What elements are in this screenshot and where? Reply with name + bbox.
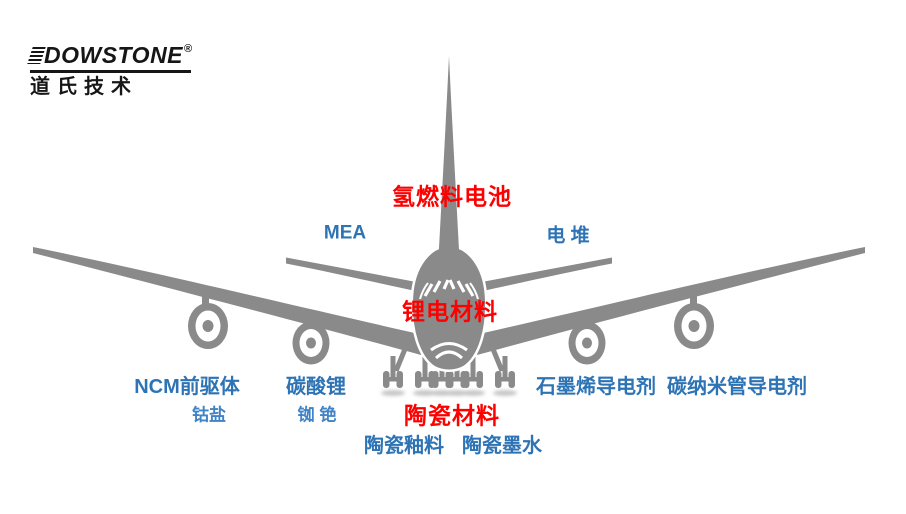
- airframe-group: [33, 56, 865, 396]
- label-cnt-conductive-agent: 碳纳米管导电剂: [667, 376, 807, 398]
- wheel-shadows: [381, 390, 517, 396]
- label-mea: MEA: [323, 222, 367, 244]
- engine-outer-left-icon: [188, 303, 228, 349]
- hydrogen-fuel-cell-title: 氢燃料电池: [392, 183, 512, 210]
- cockpit-windows-icon: [423, 279, 475, 297]
- engine-pylon-icon: [307, 312, 314, 324]
- label-ceramic-glaze: 陶瓷釉料: [364, 435, 444, 457]
- engine-inner-right-icon: [568, 321, 606, 365]
- dowstone-logo: DOWSTONE ® 道氏技术: [27, 42, 193, 98]
- logo-wordmark: DOWSTONE ®: [27, 42, 193, 73]
- engine-pylon-icon: [202, 293, 209, 306]
- logo-brand-text: DOWSTONE: [44, 42, 184, 68]
- engine-pylon-icon: [690, 293, 697, 306]
- cockpit-frame-icon: [419, 282, 479, 300]
- lower-deck-band-icon: [430, 342, 468, 360]
- stabilizer-left-icon: [286, 257, 443, 297]
- label-fuel-cell-stack: 电 堆: [546, 225, 590, 247]
- wing-right-icon: [477, 247, 865, 355]
- lithium-materials-title: 锂电材料: [402, 298, 498, 325]
- label-lithium-carbonate: 碳酸锂: [286, 376, 346, 398]
- fuselage-icon: [410, 244, 488, 372]
- label-cobalt-salt: 钴盐: [192, 405, 226, 425]
- fuselage-details: [419, 279, 479, 360]
- ceramic-materials-title: 陶瓷材料: [404, 402, 500, 429]
- label-rubidium-cesium: 铷 铯: [297, 405, 337, 425]
- label-ceramic-ink: 陶瓷墨水: [462, 435, 542, 457]
- engine-outer-right-icon: [674, 303, 714, 349]
- ceramic-items-row: 陶瓷釉料陶瓷墨水: [364, 436, 542, 456]
- landing-gear-icon: [383, 348, 515, 388]
- engine-pylon-icon: [583, 312, 590, 324]
- wing-left-icon: [33, 247, 421, 355]
- stabilizer-right-icon: [455, 257, 612, 297]
- logo-company-name-cn: 道氏技术: [30, 76, 138, 98]
- label-ncm-precursor: NCM前驱体: [134, 376, 240, 398]
- vertical-fin-icon: [438, 56, 460, 258]
- registered-trademark-icon: ®: [184, 42, 193, 55]
- engine-inner-left-icon: [292, 321, 330, 365]
- label-graphene-conductive-agent: 石墨烯导电剂: [536, 376, 656, 398]
- logo-speed-stripes-icon: [27, 47, 46, 64]
